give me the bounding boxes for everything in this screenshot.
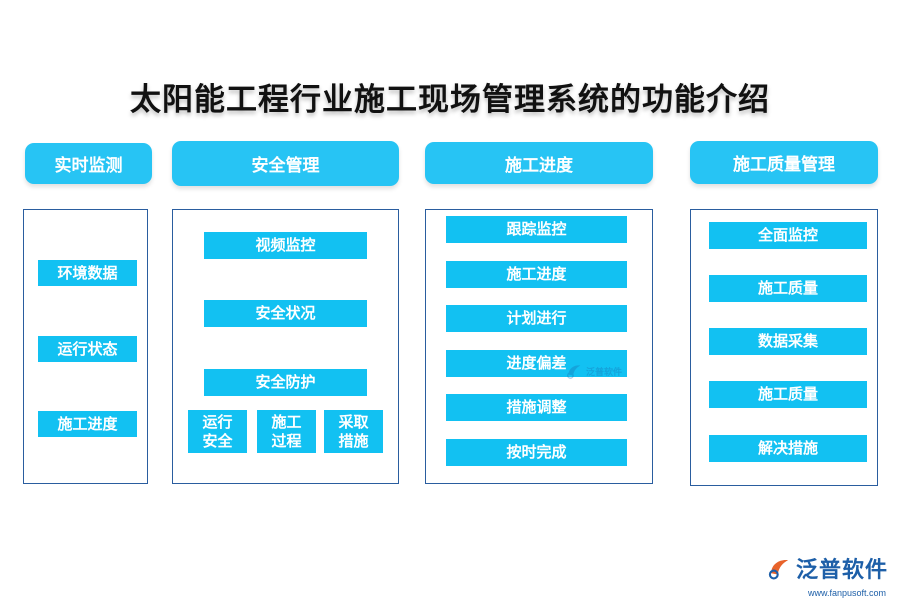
watermark-text: 泛普软件	[586, 367, 623, 378]
list-item: 进度偏差	[446, 350, 627, 377]
column-panel-realtime-monitoring: 环境数据 运行状态 施工进度	[23, 209, 148, 484]
sub-item: 采取 措施	[324, 410, 383, 453]
list-item: 计划进行	[446, 305, 627, 332]
list-item: 按时完成	[446, 439, 627, 466]
column-panel-safety-management: 视频监控 安全状况 安全防护 运行 安全 施工 过程 采取 措施	[172, 209, 399, 484]
column-header-construction-progress: 施工进度	[425, 142, 653, 184]
fanpu-logo-icon	[768, 559, 789, 580]
list-item: 解决措施	[709, 435, 867, 462]
list-item: 安全状况	[204, 300, 367, 327]
list-item: 安全防护	[204, 369, 367, 396]
brand-name: 泛普软件	[795, 558, 888, 583]
sub-item: 运行 安全	[188, 410, 247, 453]
list-item: 视频监控	[204, 232, 367, 259]
column-panel-construction-progress: 跟踪监控 施工进度 计划进行 进度偏差 措施调整 按时完成	[425, 209, 653, 484]
list-item: 施工质量	[709, 381, 867, 408]
watermark: 泛普软件	[565, 358, 627, 384]
list-item: 措施调整	[446, 394, 627, 421]
list-item: 施工进度	[38, 411, 137, 437]
page-title: 太阳能工程行业施工现场管理系统的功能介绍	[130, 82, 770, 118]
list-item: 运行状态	[38, 336, 137, 362]
column-header-quality-management: 施工质量管理	[690, 141, 878, 184]
list-item: 跟踪监控	[446, 216, 627, 243]
column-header-realtime-monitoring: 实时监测	[25, 143, 152, 184]
list-item: 环境数据	[38, 260, 137, 286]
fanpu-logo-icon	[567, 365, 581, 379]
brand-url: www.fanpusoft.com	[807, 588, 886, 598]
sub-item: 施工 过程	[257, 410, 316, 453]
column-header-safety-management: 安全管理	[172, 141, 399, 186]
brand-logo: 泛普软件	[766, 552, 888, 584]
list-item: 施工质量	[709, 275, 867, 302]
list-item: 全面监控	[709, 222, 867, 249]
list-item: 施工进度	[446, 261, 627, 288]
list-item: 数据采集	[709, 328, 867, 355]
column-panel-quality-management: 全面监控 施工质量 数据采集 施工质量 解决措施	[690, 209, 878, 486]
